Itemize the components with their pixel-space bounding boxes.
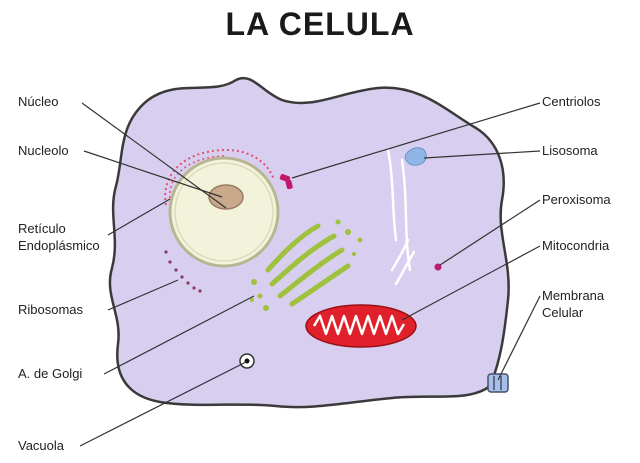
label-membrana-line1: Membrana bbox=[542, 288, 605, 303]
ribosomes bbox=[164, 250, 202, 293]
reticulum-arc bbox=[164, 148, 275, 206]
leader-lines bbox=[79, 102, 541, 447]
label-membrana: Membrana Celular bbox=[542, 287, 604, 321]
leader-nucleolo bbox=[83, 150, 223, 198]
label-centriolos: Centriolos bbox=[542, 94, 601, 109]
leader-peroxisoma bbox=[439, 199, 541, 266]
cell-membrane bbox=[108, 76, 510, 409]
label-reticulo-line1: Retículo bbox=[18, 221, 66, 236]
label-vacuola: Vacuola bbox=[18, 438, 65, 453]
nucleus-inner-ring bbox=[174, 162, 274, 262]
leader-reticulo bbox=[107, 198, 171, 236]
centrioles bbox=[279, 174, 293, 190]
membrane-detail bbox=[487, 373, 509, 393]
leader-mitocondria bbox=[401, 245, 541, 321]
label-mitocondria: Mitocondria bbox=[542, 238, 610, 253]
cytoskeleton bbox=[386, 148, 416, 286]
reticulum-arc-inner bbox=[169, 155, 227, 199]
leader-membrana bbox=[497, 295, 541, 381]
label-lisosoma: Lisosoma bbox=[542, 143, 598, 158]
leader-vacuola bbox=[79, 361, 247, 447]
mitochondria bbox=[305, 304, 417, 348]
leader-golgi bbox=[103, 295, 255, 375]
leader-ribosomas bbox=[107, 279, 179, 311]
label-reticulo-line2: Endoplásmico bbox=[18, 238, 100, 253]
label-nucleolo: Nucleolo bbox=[18, 143, 69, 158]
label-membrana-line2: Celular bbox=[542, 305, 584, 320]
label-reticulo: Retículo Endoplásmico bbox=[18, 220, 100, 254]
nucleolus bbox=[208, 184, 244, 210]
label-nucleo: Núcleo bbox=[18, 94, 59, 109]
leader-lisosoma bbox=[423, 150, 541, 159]
nucleus bbox=[168, 156, 280, 268]
page-title: LA CELULA bbox=[225, 6, 415, 42]
peroxisome bbox=[434, 263, 442, 271]
lysosome bbox=[404, 147, 427, 166]
label-peroxisoma: Peroxisoma bbox=[542, 192, 611, 207]
label-golgi: A. de Golgi bbox=[18, 366, 83, 381]
golgi-vesicles bbox=[250, 219, 363, 311]
leader-centriolos bbox=[291, 102, 541, 179]
golgi-apparatus bbox=[265, 223, 351, 307]
label-ribosomas: Ribosomas bbox=[18, 302, 84, 317]
